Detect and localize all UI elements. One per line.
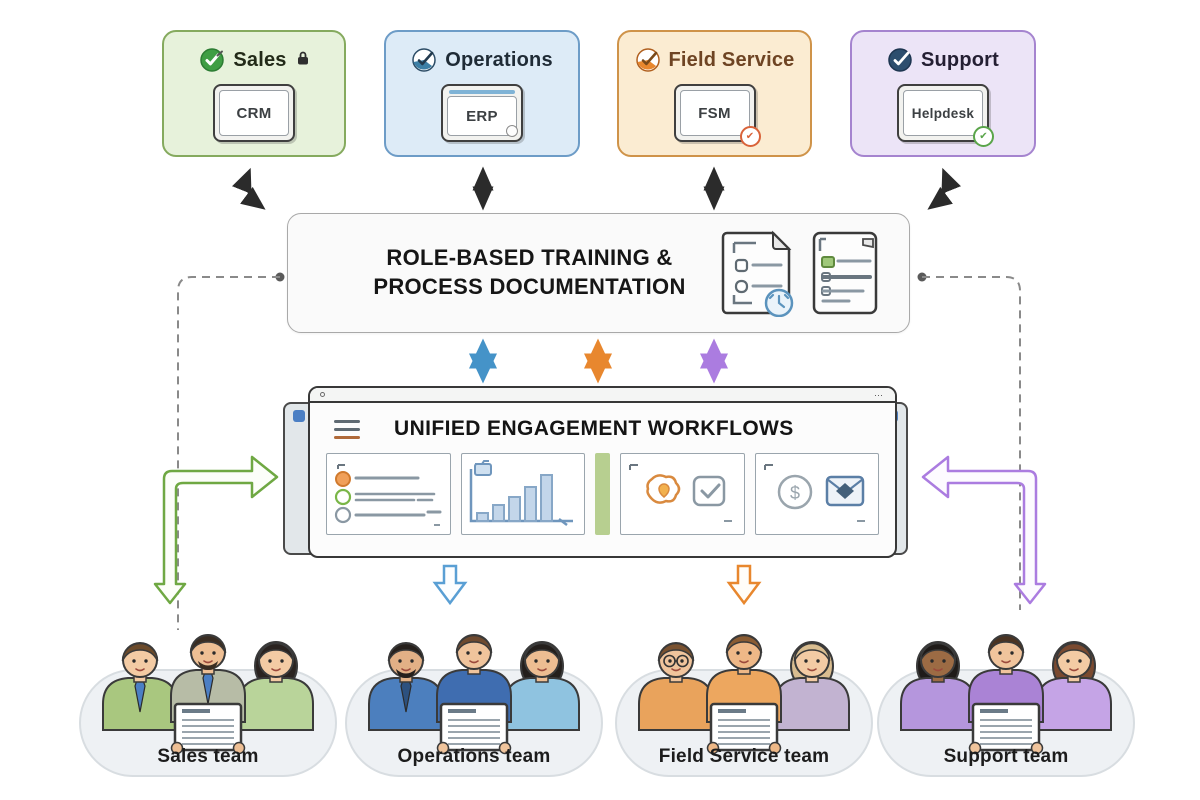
- app-name: CRM: [219, 90, 289, 136]
- team-illustration: [344, 608, 604, 783]
- training-box: ROLE-BASED TRAINING & PROCESS DOCUMENTAT…: [287, 213, 910, 333]
- dept-box-sales: Sales CRM: [162, 30, 346, 157]
- training-doc-icons: [721, 229, 881, 317]
- check-circle-icon: [199, 47, 225, 73]
- dashed-connector-left: [177, 272, 285, 630]
- corner-dot: [506, 125, 518, 137]
- svg-text:$: $: [790, 483, 800, 503]
- dept-box-operations: Operations ERP: [384, 30, 580, 157]
- team-label: Operations team: [397, 746, 551, 767]
- window-dot-icon: [320, 392, 325, 397]
- team-label: Field Service team: [658, 746, 830, 767]
- app-monitor-icon: ERP: [441, 84, 523, 142]
- dept-label: Sales: [233, 48, 287, 71]
- status-badge-icon: ✔: [973, 126, 994, 147]
- training-title: ROLE-BASED TRAINING & PROCESS DOCUMENTAT…: [348, 244, 711, 301]
- panel-payment-mail: $: [754, 453, 880, 535]
- workflows-window: ⋯ UNIFIED ENGAGEMENT WORKFLOWS: [308, 386, 897, 558]
- team-illustration: [614, 608, 874, 783]
- screen-accent: [449, 90, 515, 94]
- team-sales: Sales team: [78, 608, 338, 788]
- location-approval-icon: [629, 464, 733, 522]
- dept-label: Field Service: [668, 48, 795, 71]
- app-name: FSM: [679, 90, 750, 136]
- task-list-icon: [335, 464, 442, 526]
- team-field-service: Field Service team: [614, 608, 874, 788]
- team-label: Support team: [943, 746, 1069, 767]
- team-operations: Operations team: [344, 608, 604, 788]
- process-notes-document-icon: [812, 231, 878, 315]
- dept-box-field-service: Field Service FSM ✔: [617, 30, 812, 157]
- dept-header: Operations: [411, 47, 553, 73]
- lock-icon: [297, 51, 309, 70]
- arrow-workflows-operations-team: [432, 564, 468, 606]
- app-monitor-icon: CRM: [213, 84, 295, 142]
- arrow-sales-training: [232, 167, 266, 210]
- dept-header: Support: [887, 47, 999, 73]
- hamburger-icon: [334, 419, 360, 439]
- app-monitor-icon: Helpdesk ✔: [897, 84, 994, 147]
- arrow-workflows-support-team: [921, 455, 1047, 605]
- app-monitor-icon: FSM ✔: [673, 84, 761, 147]
- check-circle-icon: [887, 47, 913, 73]
- dept-label: Operations: [445, 48, 553, 71]
- panel-location-approval: [620, 453, 745, 535]
- app-name: ERP: [447, 96, 517, 136]
- workflows-panels: $: [310, 441, 895, 535]
- dept-label: Support: [920, 48, 1000, 71]
- training-title-line2: PROCESS DOCUMENTATION: [373, 274, 686, 299]
- workflows-title: UNIFIED ENGAGEMENT WORKFLOWS: [394, 417, 794, 440]
- check-circle-icon: [635, 47, 661, 73]
- team-label: Sales team: [157, 746, 259, 767]
- dept-box-support: Support Helpdesk ✔: [850, 30, 1036, 157]
- window-titlebar: ⋯: [310, 388, 895, 403]
- bookmark-icon: [293, 410, 305, 422]
- arrow-workflows-sales-team: [153, 455, 279, 605]
- green-divider: [595, 453, 610, 535]
- check-circle-icon: [411, 47, 437, 73]
- dept-header: Field Service: [635, 47, 795, 73]
- app-name: Helpdesk: [903, 90, 983, 136]
- bar-chart-icon: [469, 460, 573, 526]
- team-illustration: [876, 608, 1136, 783]
- dashed-connector-right: [917, 272, 1021, 610]
- team-support: Support team: [876, 608, 1136, 788]
- checklist-document-icon: [721, 230, 794, 317]
- status-badge-icon: ✔: [739, 126, 761, 147]
- panel-bar-chart: [460, 453, 586, 535]
- workflows-header: UNIFIED ENGAGEMENT WORKFLOWS: [310, 403, 895, 441]
- arrow-workflows-fieldservice-team: [726, 564, 762, 606]
- training-title-line1: ROLE-BASED TRAINING &: [386, 245, 673, 271]
- panel-task-list: [326, 453, 451, 535]
- payment-mail-icon: $: [763, 464, 865, 522]
- team-illustration: [78, 608, 338, 783]
- dept-header: Sales: [199, 47, 308, 73]
- arrow-support-training: [927, 167, 961, 210]
